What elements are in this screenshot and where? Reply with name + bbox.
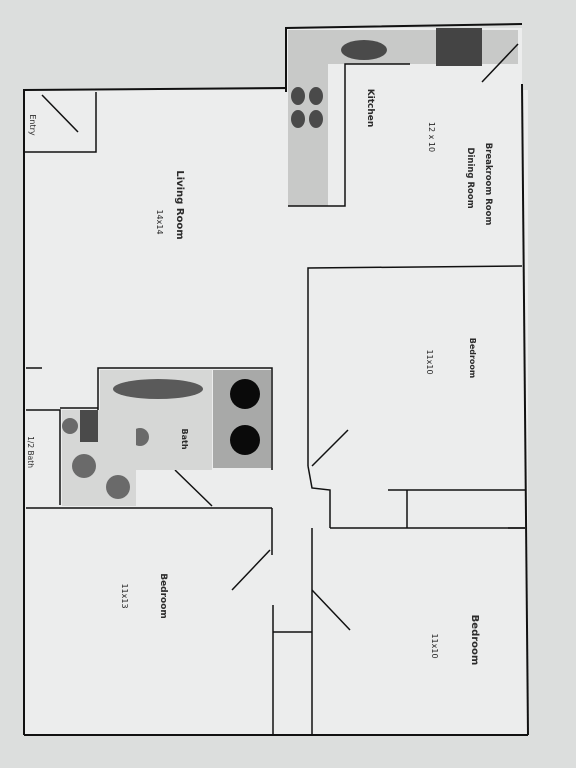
label-entry: Entry — [28, 114, 37, 136]
shower-drain-bottom — [230, 425, 260, 455]
stove-burners — [291, 87, 323, 128]
label-kitchen: Kitchen — [365, 89, 375, 128]
entry-door-swing — [41, 94, 79, 133]
label-upper-bedroom: Bedroom — [468, 338, 477, 379]
exterior-walls — [23, 23, 529, 736]
label-lower-left-bedroom: Bedroom — [158, 573, 168, 619]
wall-half-bath — [26, 409, 61, 505]
kitchen — [288, 28, 519, 207]
half-bath-toilet-b — [106, 475, 130, 499]
label-lower-right-bedroom-size: 11x10 — [430, 633, 439, 658]
half-bath-vanity — [80, 410, 98, 442]
entry-wall — [24, 92, 97, 153]
half-bath-sink — [62, 418, 78, 434]
room-labels: Breakroom Room Dining Room 12 x 10 Kitch… — [26, 89, 493, 666]
label-breakroom-line1: Breakroom Room — [483, 143, 493, 226]
label-upper-bedroom-size: 11x10 — [425, 349, 434, 374]
refrigerator — [436, 28, 482, 66]
wall-left — [23, 87, 287, 735]
entry — [24, 92, 97, 153]
label-living-room: Living Room — [174, 170, 185, 239]
kitchen-sink — [341, 40, 387, 60]
kitchen-counter-outline — [288, 63, 410, 207]
shower-drain-top — [230, 379, 260, 409]
label-half-bath: 1/2 Bath — [26, 436, 35, 468]
bathtub — [113, 379, 203, 399]
label-bath: Bath — [180, 428, 189, 449]
label-living-room-size: 14x14 — [155, 209, 164, 234]
label-lower-right-bedroom: Bedroom — [469, 615, 480, 666]
label-lower-left-bedroom-size: 11x13 — [120, 583, 129, 608]
kitchen-door-swing — [481, 43, 519, 83]
door-swing-lower-left-bedroom — [231, 549, 271, 591]
half-bath-toilet-a — [72, 454, 96, 478]
bath-fixtures — [100, 370, 271, 470]
label-breakroom-line2: Dining Room — [465, 147, 475, 208]
interior-walls — [26, 265, 525, 735]
door-swing-bath — [174, 469, 213, 507]
wall-right — [521, 83, 529, 736]
wall-upper-bedroom-door — [307, 465, 331, 528]
wall-upper-bedroom — [307, 265, 523, 466]
label-breakroom-size: 12 x 10 — [427, 122, 436, 152]
door-swing-upper-bedroom — [311, 429, 349, 467]
half-bath-fixtures — [62, 410, 136, 506]
door-swing-lower-right-bedroom — [311, 589, 351, 631]
wall-top-kitchen — [285, 23, 523, 92]
